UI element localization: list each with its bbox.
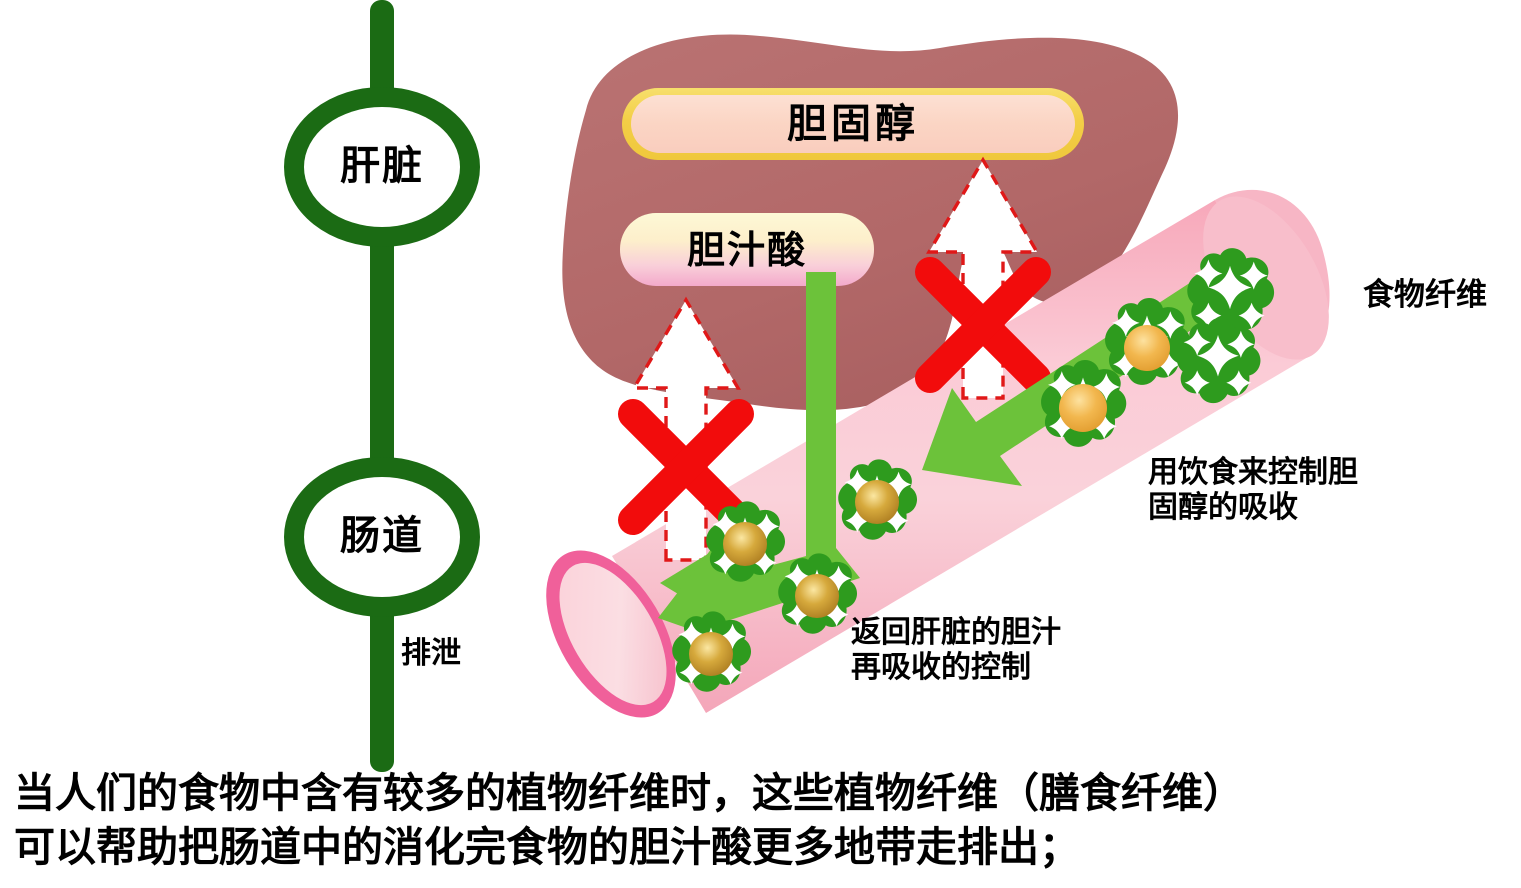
tube-opening-inner [559,562,667,706]
intestine-node-ring [284,457,480,617]
blocked-arrow-bile [631,296,741,562]
bile-bead [689,632,733,676]
liver-node-fill [304,107,460,227]
annotation-bile-reabsorption: 返回肝脏的胆汁 再吸收的控制 [851,615,1061,686]
blocked-x-cholesterol [915,257,1051,393]
fiber-particle [672,611,752,692]
flow-node-label-intestine: 肠道 [340,513,424,559]
liver-node-ring [284,87,480,247]
fiber-particle [778,553,858,634]
blocked-arrow-cholesterol [926,156,1040,400]
fiber-particle [706,501,786,582]
flow-label-excretion: 排泄 [401,636,461,671]
bile-bead [1124,325,1170,371]
caption-line-1: 当人们的食物中含有较多的植物纤维时，这些植物纤维（膳食纤维） [14,769,1244,817]
intestine-node-fill [304,477,460,597]
bile-acid-pill-label: 胆汁酸 [686,228,807,272]
fiber-particle [1105,297,1191,385]
flow-column [284,0,480,772]
flow-node-label-liver: 肝脏 [340,143,424,189]
annotation-dietary-fiber: 食物纤维 [1363,277,1487,313]
fiber-particle [1041,359,1127,447]
bile-bead [855,480,899,524]
fiber-cluster-upper [1041,248,1275,447]
annotation-diet-control: 用饮食来控制胆 固醇的吸收 [1148,455,1358,526]
bile-acid-pill [620,213,874,286]
cholesterol-pill [622,88,1084,160]
caption-line-2: 可以帮助把肠道中的消化完食物的胆汁酸更多地带走排出； [14,823,1080,872]
bile-bead [1059,384,1107,432]
caption-block: 当人们的食物中含有较多的植物纤维时，这些植物纤维（膳食纤维） 可以帮助把肠道中的… [14,766,1514,874]
bile-bead [723,522,767,566]
cholesterol-pill-label: 胆固醇 [787,101,919,147]
fiber-particle [838,459,918,540]
fiber-cluster-lower [672,459,918,692]
bile-bead [795,574,839,618]
blocked-x-bile [618,399,754,535]
